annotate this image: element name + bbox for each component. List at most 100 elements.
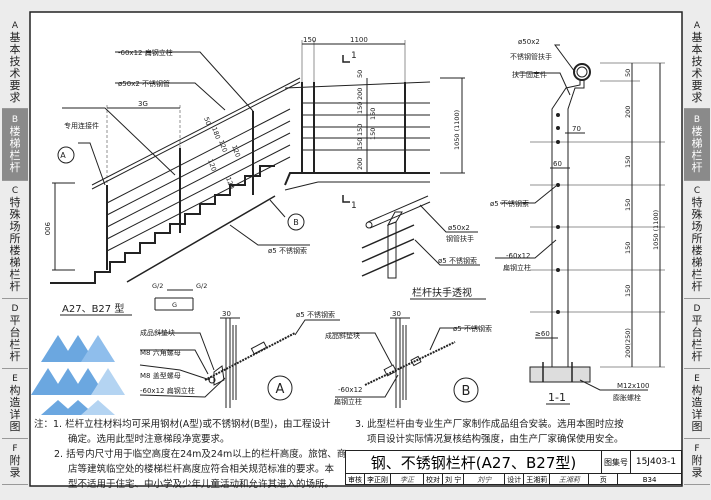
landing-dim: 150 xyxy=(356,138,364,150)
detail-a-label-cable: ø5 不锈钢索 xyxy=(296,310,335,319)
diag-dim: 120 xyxy=(206,158,218,172)
elevation-title: A27、B27 型 xyxy=(62,302,124,315)
tab-label-char: 楼 xyxy=(691,244,703,257)
callout-a-circle xyxy=(57,146,75,164)
landing-vertical-dims: 50 200 150 150 150 200 150 150 1050 (110… xyxy=(356,70,461,170)
dim-g: G xyxy=(172,301,177,309)
dim-g2-b: G/2 xyxy=(196,282,207,290)
tab-letter: F xyxy=(12,444,18,454)
detail-b-label-post: -60x12 xyxy=(338,386,362,394)
tab-label-char: 杆 xyxy=(9,280,21,293)
tab-label-char: 栏 xyxy=(9,338,21,351)
tab-label-char: 平 xyxy=(9,314,21,327)
section-label-fixing: 扶手固定件 xyxy=(512,70,547,79)
detail-b-mark: B xyxy=(462,384,471,399)
tab-label-char: 殊 xyxy=(691,208,703,221)
tab-letter: C xyxy=(693,186,701,196)
section-vertical-dims: 50 200 150 150 150 150 200(250) 1050 (11… xyxy=(624,69,660,358)
tab-letter: B xyxy=(11,115,19,125)
tab-label-char: 杆 xyxy=(691,280,703,293)
title-block: 钢、不锈钢栏杆(A27、B27型) 图集号 15J403-1 审核 李正刚 李正… xyxy=(345,450,682,485)
landing-dim: 150 xyxy=(369,128,377,140)
detail-b xyxy=(332,317,480,408)
tab-label-char: 楼 xyxy=(9,244,21,257)
checker-name: 刘 宁 xyxy=(443,474,465,485)
tab-label-char: 技 xyxy=(9,55,21,68)
tab-label-char: 台 xyxy=(691,326,703,339)
tab-label-char: 楼 xyxy=(691,125,703,138)
tab-letter: B xyxy=(693,115,701,125)
detail-a-label-nut: M8 六角螺母 xyxy=(140,348,181,357)
section-1-1 xyxy=(495,44,665,391)
tab-label-char: 录 xyxy=(691,466,703,479)
handrail xyxy=(91,77,301,186)
tab-label-char: 场 xyxy=(691,220,703,233)
page-label: 页 xyxy=(589,474,619,485)
dim-150: 150 xyxy=(303,36,316,44)
dim-1100: 1100 xyxy=(350,36,368,44)
perspective-label-tube2: 钢管扶手 xyxy=(446,234,474,243)
detail-a xyxy=(139,317,340,408)
tab-label-char: 平 xyxy=(691,314,703,327)
tab-label-char: 基 xyxy=(9,31,21,44)
section-label-cable: ø5 不锈钢索 xyxy=(490,199,529,208)
tab-label-char: 杆 xyxy=(9,350,21,363)
notes-right: 3. 此型栏杆由专业生产厂家制作成品组合安装。选用本图时应按 项目设计实际情况复… xyxy=(355,417,681,447)
tab-label-char: 本 xyxy=(9,43,21,56)
tab-letter: C xyxy=(11,186,19,196)
landing-dim: 50 xyxy=(356,70,364,78)
tab-label-char: 栏 xyxy=(9,268,21,281)
tab-label-char: 梯 xyxy=(9,137,21,150)
tab-label-char: 殊 xyxy=(9,208,21,221)
note-2c: 型不适用于住宅、中小学及少年儿童活动和允许其进入的场所。 xyxy=(68,479,335,490)
tab-label-char: 栏 xyxy=(691,149,703,162)
landing-dim: 150 xyxy=(356,124,364,136)
note-3a: 3. 此型栏杆由专业生产厂家制作成品组合安装。选用本图时应按 xyxy=(355,419,624,430)
stair-steps xyxy=(50,165,275,284)
section-label-post: -60x12 xyxy=(506,252,530,260)
reviewer-name: 李正刚 xyxy=(365,474,391,485)
tab-label-char: 求 xyxy=(691,91,703,104)
diag-dim: 120 xyxy=(224,176,236,190)
tab-letter: A xyxy=(11,21,19,31)
tab-label-char: 栏 xyxy=(9,149,21,162)
tab-label-char: 要 xyxy=(9,79,21,92)
tab-label-char: 杆 xyxy=(691,350,703,363)
notes-left: 注：1. 栏杆立柱材料均可采用钢材(A型)或不锈钢材(B型)，由工程设计 确定。… xyxy=(34,417,347,492)
stair-elevation xyxy=(50,51,310,311)
tab-label-char: 场 xyxy=(9,220,21,233)
detail-a-dim-30: 30 xyxy=(222,310,231,318)
tab-label-char: 附 xyxy=(691,454,703,467)
note-1a: 1. 栏杆立柱材料均可采用钢材(A型)或不锈钢材(B型)，由工程设计 xyxy=(53,419,331,430)
tab-label-char: 造 xyxy=(691,396,703,409)
callout-b: B xyxy=(293,218,299,227)
tab-label-char: 构 xyxy=(9,384,21,397)
section-dim: 150 xyxy=(624,242,632,254)
tab-letter: D xyxy=(693,304,701,314)
tab-label-char: 造 xyxy=(9,396,21,409)
detail-b-dim-30: 30 xyxy=(392,310,401,318)
diagonal-dims: 50 180 120 120 120 120 xyxy=(202,116,242,190)
tab-label-char: 楼 xyxy=(9,125,21,138)
note-1b: 确定。选用此型时注意梯段净宽要求。 xyxy=(68,434,230,445)
tab-label-char: 所 xyxy=(691,232,703,245)
page-number: B34 xyxy=(642,475,657,484)
reviewer-signature: 李正 xyxy=(391,474,424,485)
tab-label-char: 梯 xyxy=(691,137,703,150)
tab-label-char: 特 xyxy=(691,196,703,209)
note-2a: 2. 括号内尺寸用于临空高度在24m及24m以上的栏杆高度。旅馆、商 xyxy=(54,449,347,460)
detail-a-label-capnut: M8 盖型螺母 xyxy=(140,371,181,380)
